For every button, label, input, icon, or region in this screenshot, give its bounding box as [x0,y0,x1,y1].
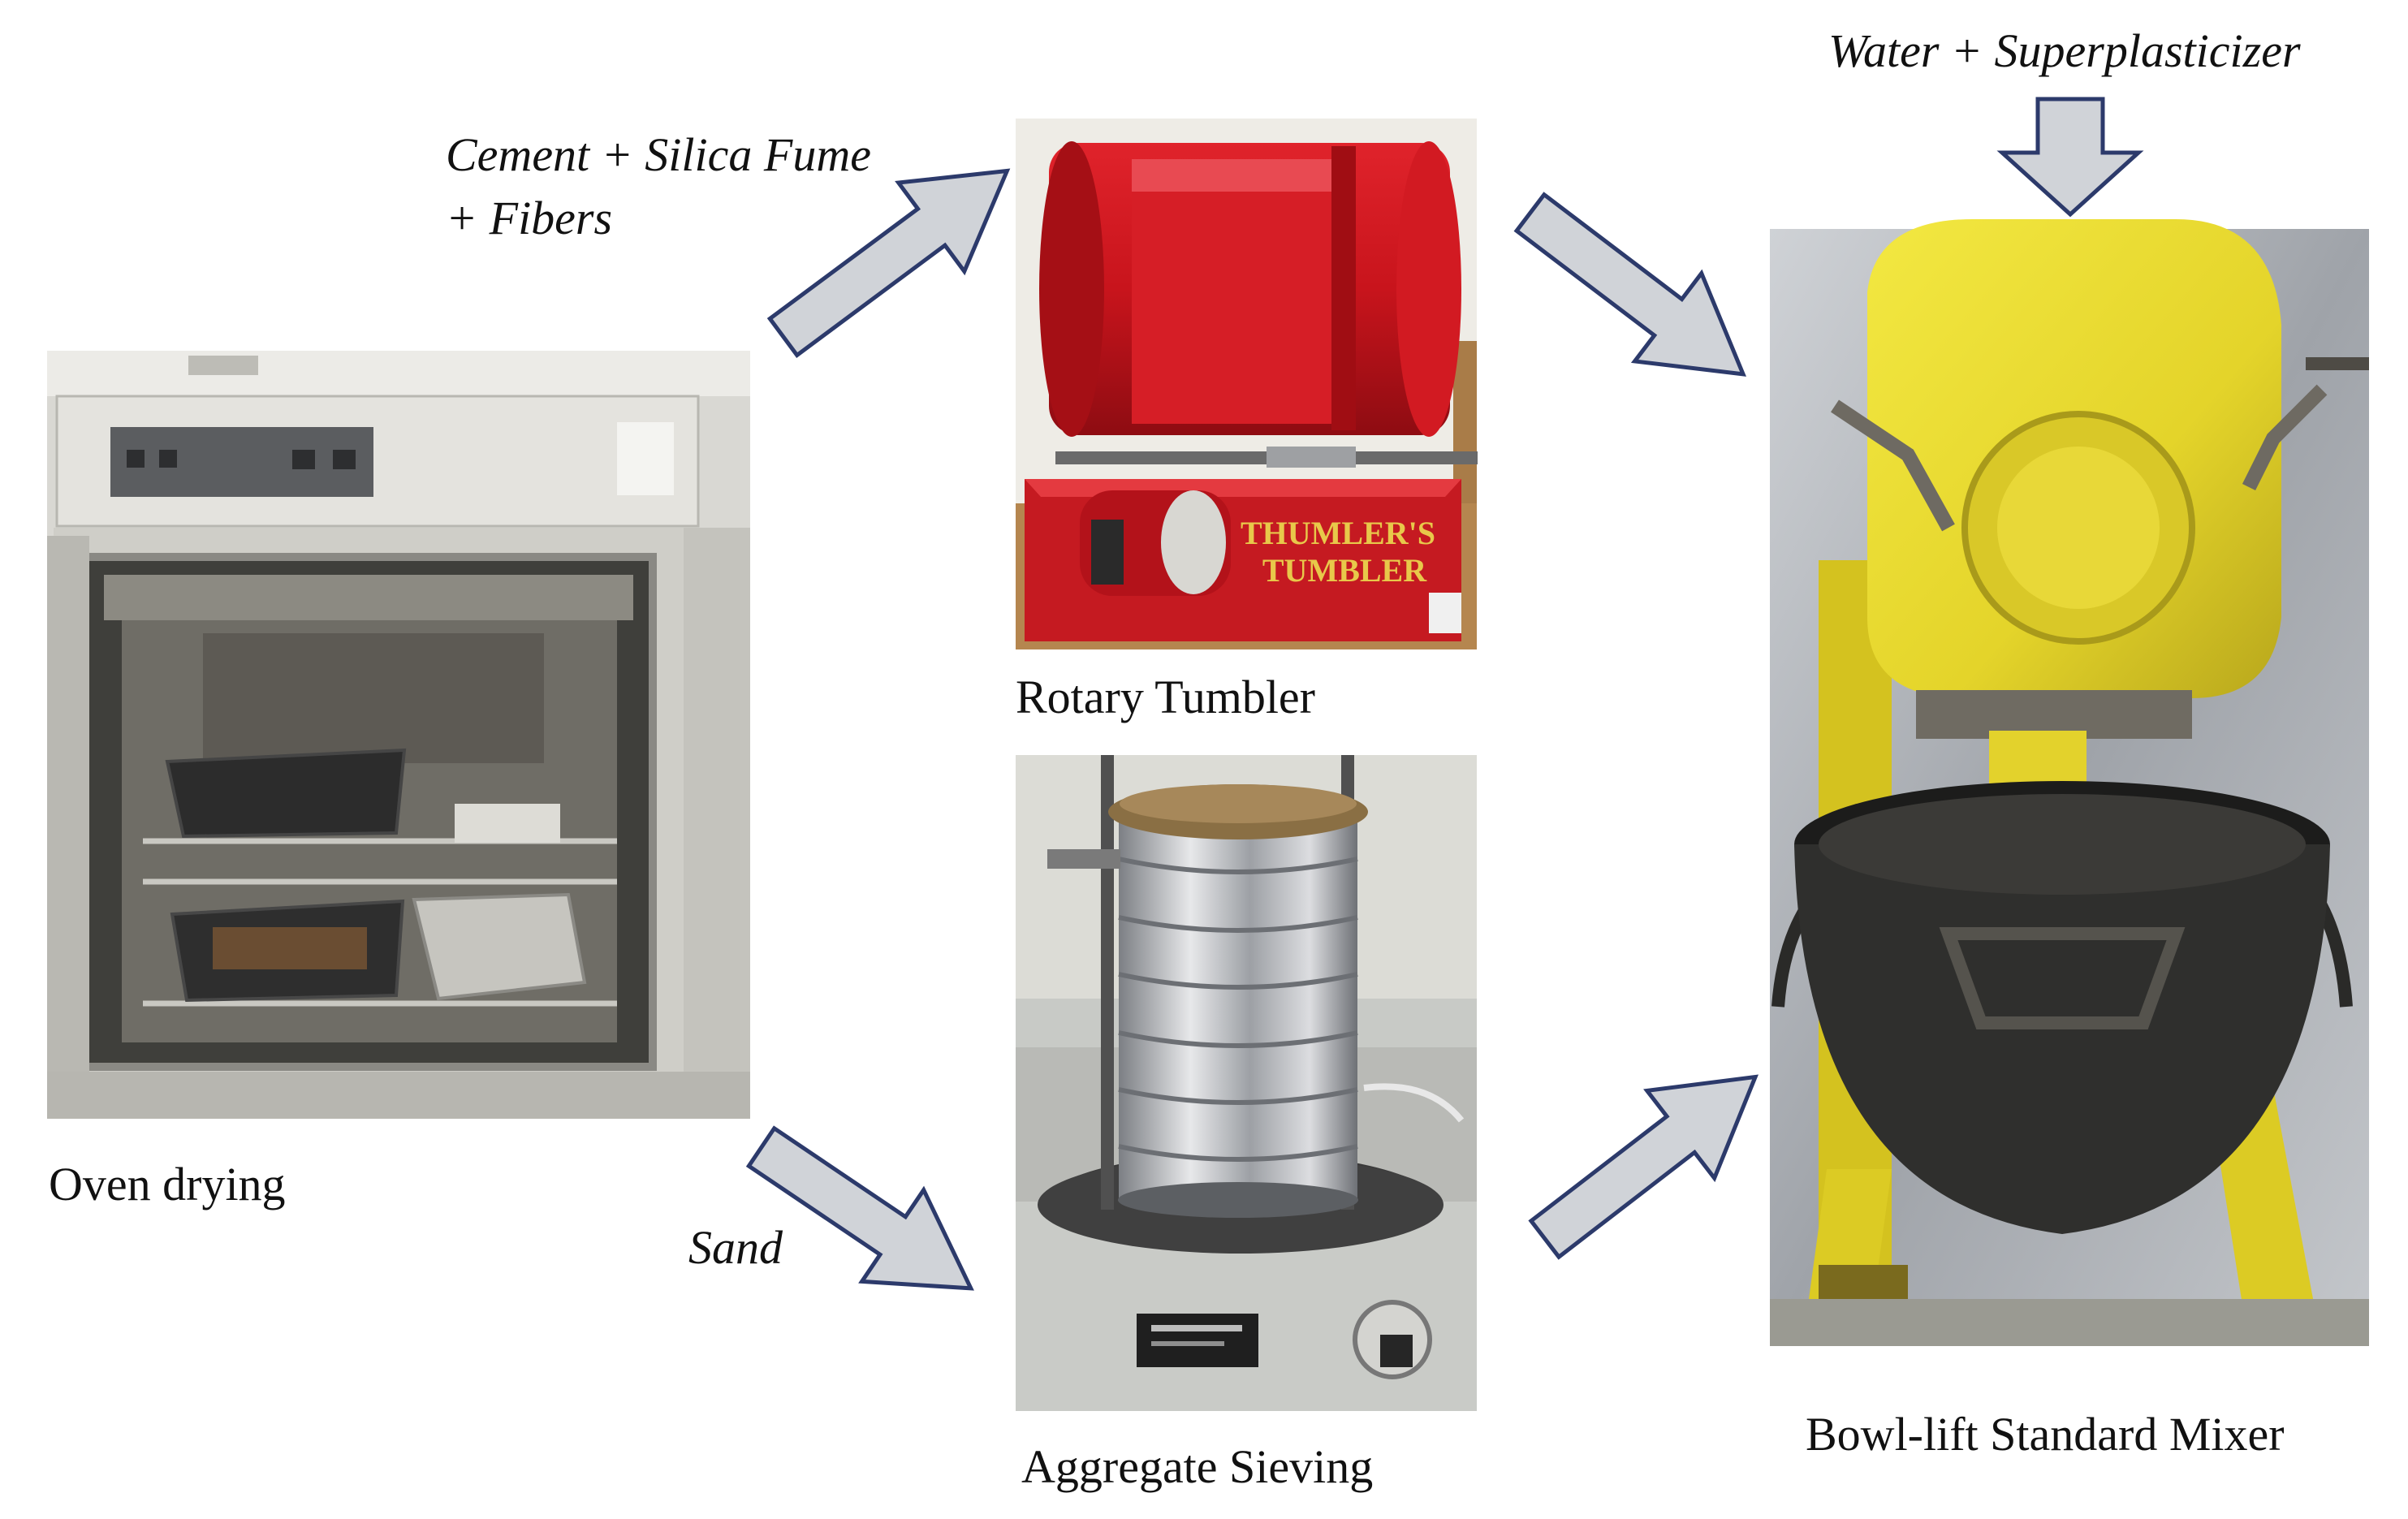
cement-silica-fume-label: Cement + Silica Fume [446,128,871,181]
bowl-lift-mixer-photo [1770,219,2369,1346]
rotary-tumbler-caption: Rotary Tumbler [1016,671,1315,723]
arrow-oven-to-tumbler [766,168,1011,358]
arrow-water-to-mixer [1996,97,2144,218]
aggregate-sieving-caption: Aggregate Sieving [1021,1440,1373,1493]
tumbler-brand-text-1: THUMLER'S [1241,515,1435,551]
oven-photo [47,351,750,1119]
water-superplasticizer-label: Water + Superplasticizer [1828,24,2301,77]
aggregate-sieving-photo [1016,755,1477,1411]
fibers-label: + Fibers [446,192,612,244]
arrow-tumbler-to-mixer [1513,192,1746,377]
tumbler-brand-text-2: TUMBLER [1262,552,1427,589]
rotary-tumbler-photo: THUMLER'S TUMBLER [1016,119,1478,649]
bowl-lift-mixer-caption: Bowl-lift Standard Mixer [1806,1408,2285,1461]
arrow-sieving-to-mixer [1528,1074,1759,1260]
oven-drying-caption: Oven drying [49,1158,286,1210]
sand-label: Sand [688,1221,783,1274]
arrow-oven-to-sieving [745,1125,974,1291]
